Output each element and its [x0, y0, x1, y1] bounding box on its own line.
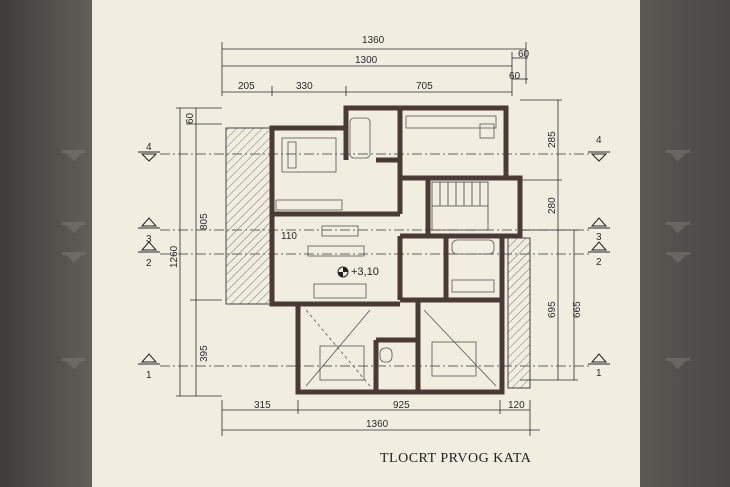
left-dimension-lines	[176, 107, 222, 397]
side-shadow-symbols	[62, 150, 690, 369]
section-right-4: 4	[596, 135, 602, 146]
dim-right-285: 285	[547, 131, 558, 148]
section-left-3: 3	[146, 234, 152, 245]
dim-left-805: 805	[199, 213, 210, 230]
background-left	[0, 0, 92, 487]
bottom-dimension-lines	[221, 400, 540, 436]
paper-sheet	[92, 0, 640, 487]
section-markers-right	[588, 151, 610, 365]
dim-bottom-315: 315	[254, 400, 271, 411]
section-right-3: 3	[596, 232, 602, 243]
section-left-4: 4	[146, 142, 152, 153]
level-marker-icon	[337, 266, 349, 278]
drawing-title: TLOCRT PRVOG KATA	[380, 451, 532, 466]
section-right-2: 2	[596, 257, 602, 268]
section-markers-left	[138, 151, 160, 365]
dim-bottom-1360: 1360	[366, 419, 389, 430]
dim-top-1300: 1300	[355, 55, 378, 66]
section-left-2: 2	[146, 258, 152, 269]
dim-inner-110: 110	[281, 231, 297, 242]
dim-top-60a: 60	[518, 49, 530, 60]
terrace-left	[225, 127, 273, 305]
dim-right-280: 280	[547, 197, 558, 214]
dim-left-395: 395	[199, 345, 210, 362]
staircase	[431, 181, 489, 231]
dim-right-665: 665	[572, 301, 583, 318]
dim-top-60b: 60	[509, 71, 521, 82]
terrace-right	[507, 237, 531, 389]
dim-bottom-925: 925	[393, 400, 410, 411]
section-right-1: 1	[596, 368, 602, 379]
dim-top-705: 705	[416, 81, 433, 92]
background-right	[640, 0, 730, 487]
dim-left-60: 60	[185, 112, 196, 124]
level-mark-text: +3,10	[351, 266, 379, 278]
dim-top-total: 1360	[362, 35, 385, 46]
dim-left-1260: 1260	[169, 245, 180, 268]
dim-top-330: 330	[296, 81, 313, 92]
furniture	[275, 115, 497, 387]
dim-top-205: 205	[238, 81, 255, 92]
top-dimension-lines	[221, 42, 528, 96]
dim-right-695: 695	[547, 301, 558, 318]
section-left-1: 1	[146, 370, 152, 381]
dim-bottom-120: 120	[508, 400, 525, 411]
walls	[269, 105, 523, 395]
